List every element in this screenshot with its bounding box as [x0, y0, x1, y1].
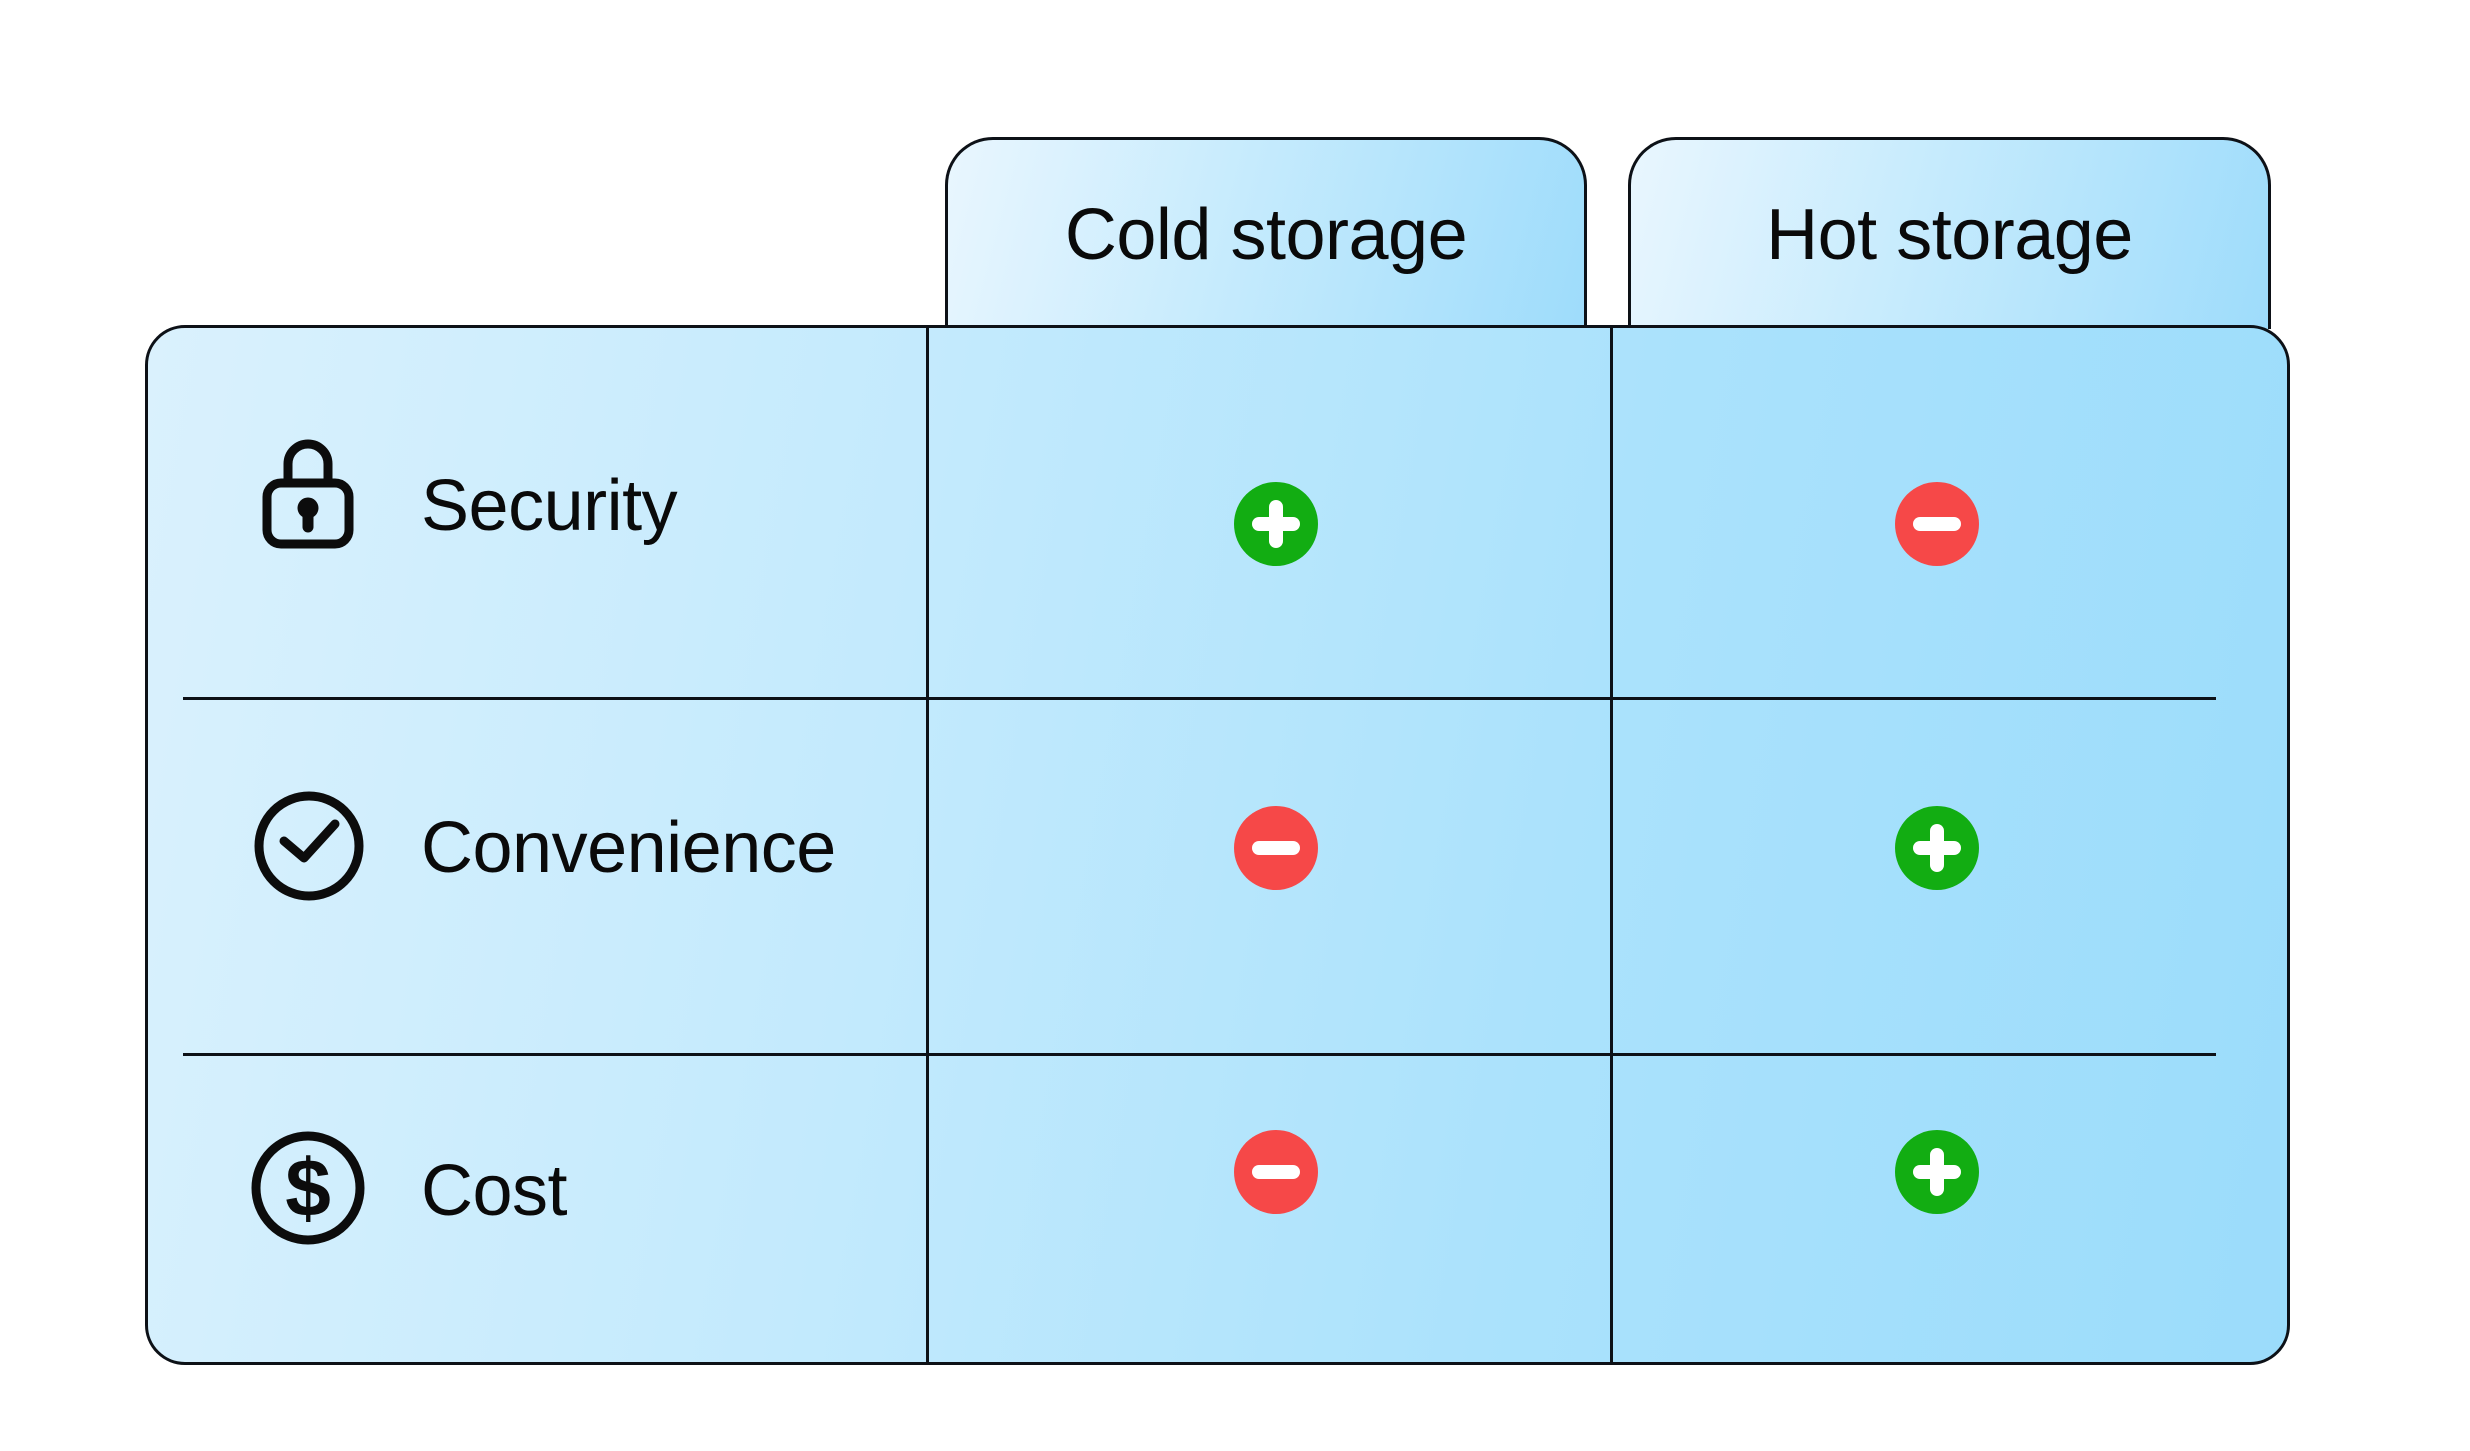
comparison-table: Security Convenience $ Cost [145, 325, 2290, 1365]
svg-text:$: $ [285, 1143, 331, 1234]
row-label-cost: Cost [421, 1151, 568, 1231]
row-label-security: Security [421, 466, 678, 546]
minus-badge [1234, 806, 1318, 890]
lock-icon [258, 431, 358, 558]
minus-badge [1895, 482, 1979, 566]
row-divider-1 [183, 697, 2216, 700]
clock-icon [253, 790, 365, 907]
column-divider-2 [1610, 328, 1613, 1362]
dollar-circle-icon: $ [249, 1129, 367, 1252]
minus-badge [1234, 1130, 1318, 1214]
plus-badge [1895, 1130, 1979, 1214]
plus-badge [1895, 806, 1979, 890]
row-label-convenience: Convenience [421, 808, 836, 888]
tab-hot-storage: Hot storage [1628, 137, 2271, 329]
column-header-hot-label: Hot storage [1766, 194, 2133, 275]
row-divider-2 [183, 1053, 2216, 1056]
column-header-cold-label: Cold storage [1064, 194, 1468, 275]
column-divider-1 [926, 328, 929, 1362]
plus-badge [1234, 482, 1318, 566]
tab-cold-storage: Cold storage [945, 137, 1587, 329]
